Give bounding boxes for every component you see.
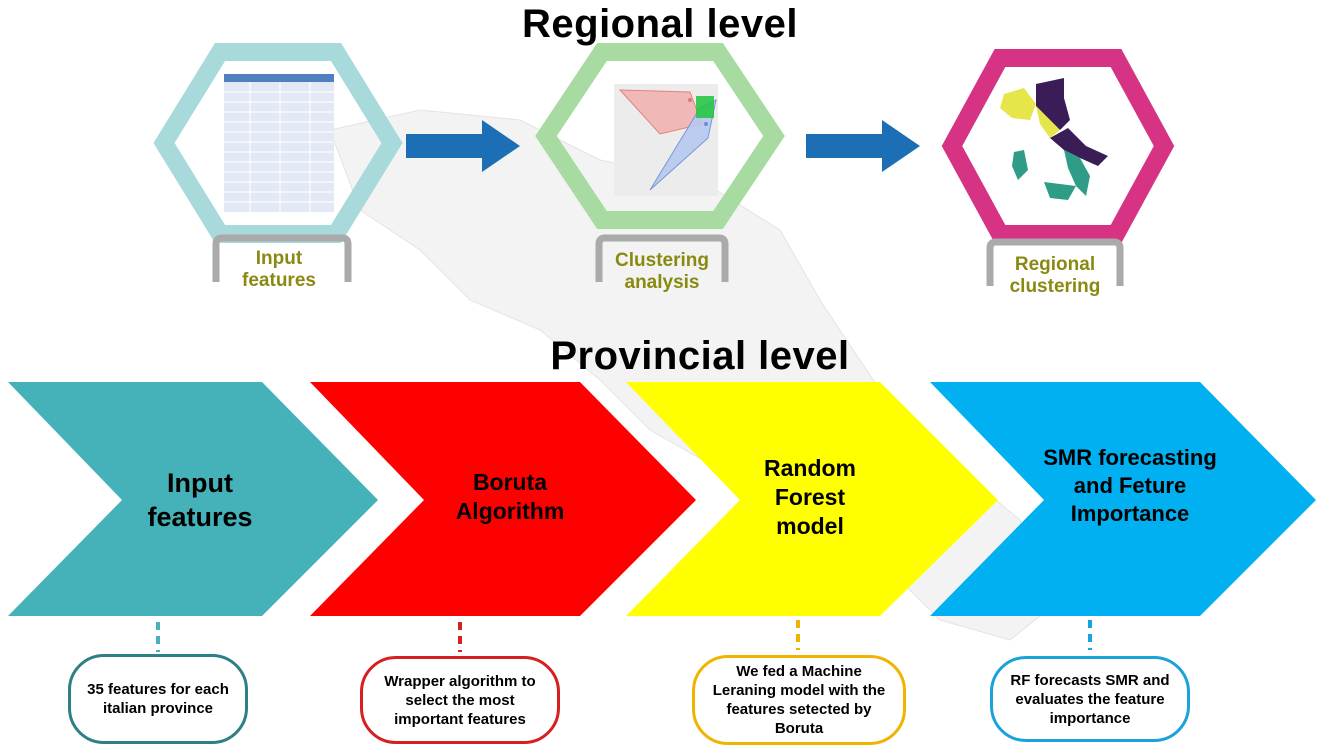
input-features-bracket — [212, 234, 352, 282]
cluster-scatter-icon — [614, 84, 718, 196]
regional-clustering-bracket — [986, 238, 1124, 286]
random-forest-label: Random Forest model — [764, 455, 856, 539]
smr-description: RF forecasts SMR and evaluates the featu… — [990, 656, 1190, 742]
input-features-chevron-label: Input features — [147, 468, 253, 532]
input-features-hexagon — [153, 43, 403, 243]
italy-cluster-map-icon — [1000, 78, 1108, 200]
right-arrow-icon — [406, 120, 520, 172]
smr-forecasting-label: SMR forecasting and Feture Importance — [1043, 445, 1217, 526]
regional-diagram — [153, 43, 1175, 286]
provincial-level-title: Provincial level — [550, 334, 850, 378]
clustering-analysis-hexagon — [535, 43, 785, 229]
right-arrow-icon — [806, 120, 920, 172]
input-features-label: Input features — [242, 248, 316, 291]
boruta-description: Wrapper algorithm to select the most imp… — [360, 656, 560, 744]
data-table-icon — [224, 74, 334, 212]
regional-clustering-hexagon — [941, 49, 1175, 243]
clustering-analysis-label: Clustering analysis — [615, 250, 709, 293]
boruta-algorithm-label: Boruta Algorithm — [455, 469, 565, 524]
regional-clustering-label: Regional clustering — [1009, 254, 1101, 297]
regional-level-title: Regional level — [522, 2, 798, 46]
clustering-analysis-bracket — [595, 234, 729, 282]
random-forest-description: We fed a Machine Leraning model with the… — [692, 655, 906, 745]
input-features-description: 35 features for each italian province — [68, 654, 248, 744]
